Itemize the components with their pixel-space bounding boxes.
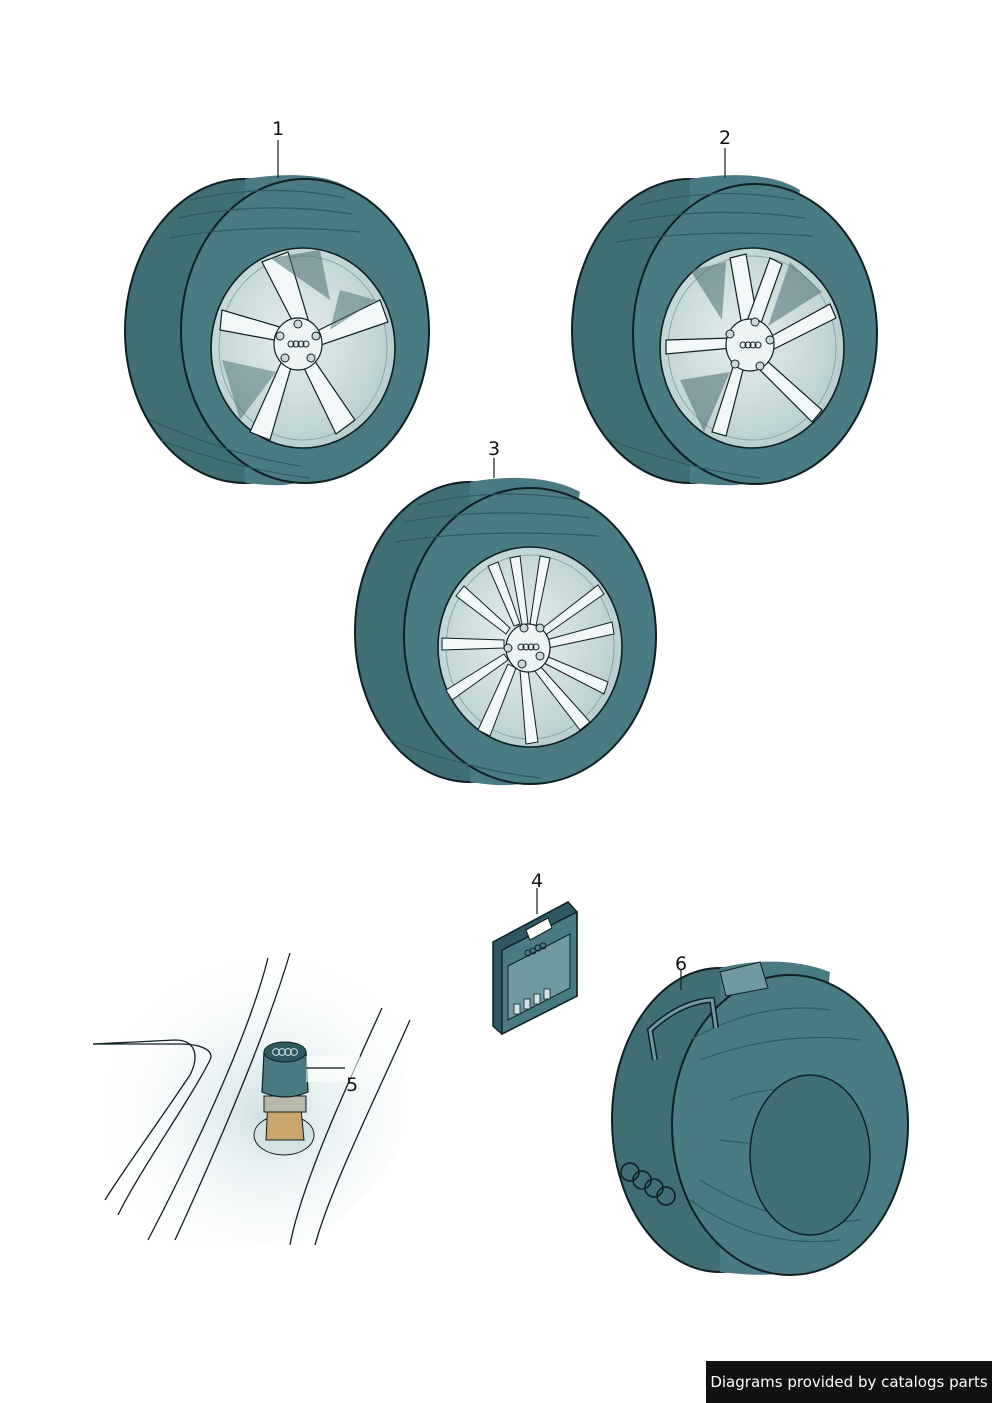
- callout-5[interactable]: 5: [345, 1074, 359, 1096]
- audi-rings-icon: [739, 341, 762, 349]
- wheel-storage-bag: [611, 961, 909, 1276]
- audi-rings-icon: [517, 643, 540, 651]
- wheel-3: [354, 458, 657, 786]
- audi-rings-icon: [287, 340, 310, 348]
- wheel-2: [571, 148, 878, 486]
- wheel-3-spokes: [441, 555, 615, 745]
- audi-rings-icon: [272, 1048, 298, 1056]
- valve-cap-pack: [492, 888, 578, 1036]
- callout-3[interactable]: 3: [487, 438, 501, 460]
- valve-cap-detail: [92, 952, 411, 1246]
- audi-rings-icon: [524, 942, 547, 957]
- wheel-2-spokes: [665, 253, 837, 437]
- wheel-1: [124, 140, 430, 486]
- callout-4[interactable]: 4: [530, 870, 544, 892]
- watermark-banner: Diagrams provided by catalogs parts: [706, 1361, 992, 1403]
- callout-2[interactable]: 2: [718, 127, 732, 149]
- callout-1[interactable]: 1: [271, 118, 285, 140]
- callout-6[interactable]: 6: [674, 953, 688, 975]
- audi-rings-icon: [620, 1162, 676, 1206]
